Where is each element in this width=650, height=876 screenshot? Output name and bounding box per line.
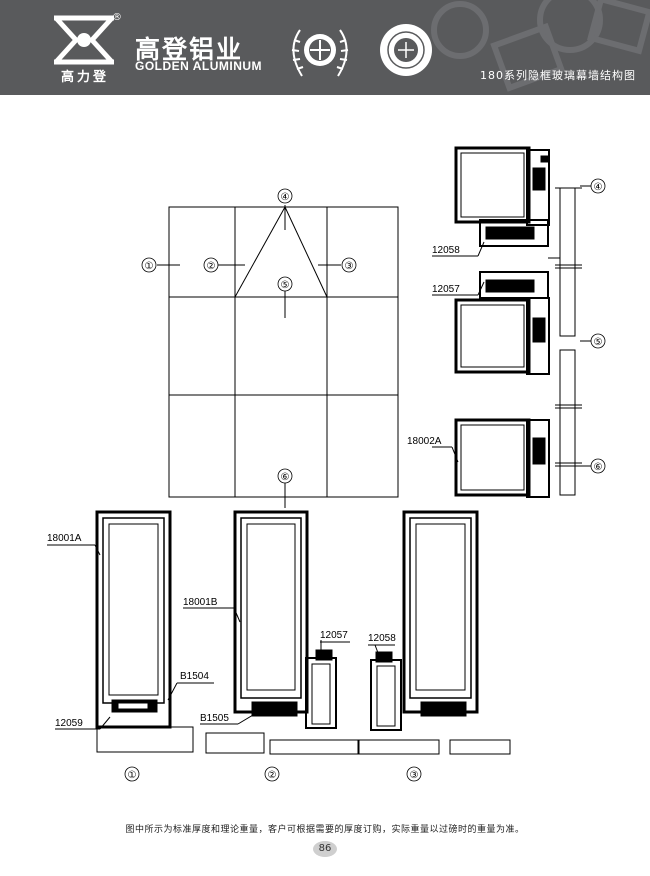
elevation-marker-3: ③ <box>345 261 354 272</box>
bottom-marker-1: ① <box>128 770 137 781</box>
label-18001b: 18001B <box>183 597 218 608</box>
brand-logo-icon <box>54 15 114 65</box>
page-header: ® 高力登 高登铝业 GOLDEN ALUMINUM 180系列隐框玻璃幕墙结构… <box>0 0 650 95</box>
label-b1504: B1504 <box>180 671 209 682</box>
label-12059: 12059 <box>55 718 83 729</box>
right-marker-6: ⑥ <box>594 462 603 473</box>
elevation-marker-2: ② <box>207 261 216 272</box>
elevation-marker-4: ④ <box>281 192 290 203</box>
bottom-section-3 <box>358 510 511 755</box>
right-marker-5: ⑤ <box>594 337 603 348</box>
bottom-section-2 <box>205 510 359 755</box>
bottom-marker-2: ② <box>268 770 277 781</box>
right-section-middle <box>454 271 550 375</box>
decorative-certificate-icons <box>431 0 650 92</box>
footnote: 图中所示为标准厚度和理论重量，客户可根据需要的厚度订购，实际重量以过磅时的重量为… <box>125 825 525 835</box>
logo-subtitle: 高力登 <box>60 70 109 85</box>
registered-mark: ® <box>112 12 122 23</box>
label-12058-bottom: 12058 <box>368 633 396 644</box>
label-18002a: 18002A <box>407 436 442 447</box>
elevation-marker-6: ⑥ <box>281 472 290 483</box>
bottom-section-1 <box>95 510 194 753</box>
bottom-marker-3: ③ <box>410 770 419 781</box>
label-12058-right: 12058 <box>432 245 460 256</box>
right-section-upper <box>454 146 582 337</box>
page-number: 86 <box>313 841 337 857</box>
curtain-wall-drawing: ④ ① ② ③ ⑤ ⑥ ④ ⑤ ⑥ ① ② ③ 12058 12057 1800… <box>47 146 606 782</box>
elevation-marker-1: ① <box>145 261 154 272</box>
certification-seal-icon <box>380 24 432 76</box>
label-18001a: 18001A <box>47 533 82 544</box>
elevation-view <box>157 205 399 508</box>
label-12057-right: 12057 <box>432 284 460 295</box>
laurel-emblem-icon <box>291 29 349 77</box>
brand-name-cn: 高登铝业 <box>135 35 244 64</box>
label-b1505: B1505 <box>200 713 229 724</box>
elevation-marker-5: ⑤ <box>281 280 290 291</box>
page-title: 180系列隐框玻璃幕墙结构图 <box>480 69 636 82</box>
label-12057-bottom: 12057 <box>320 630 348 641</box>
right-marker-4: ④ <box>594 182 603 193</box>
brand-name-en: GOLDEN ALUMINUM <box>135 59 263 73</box>
